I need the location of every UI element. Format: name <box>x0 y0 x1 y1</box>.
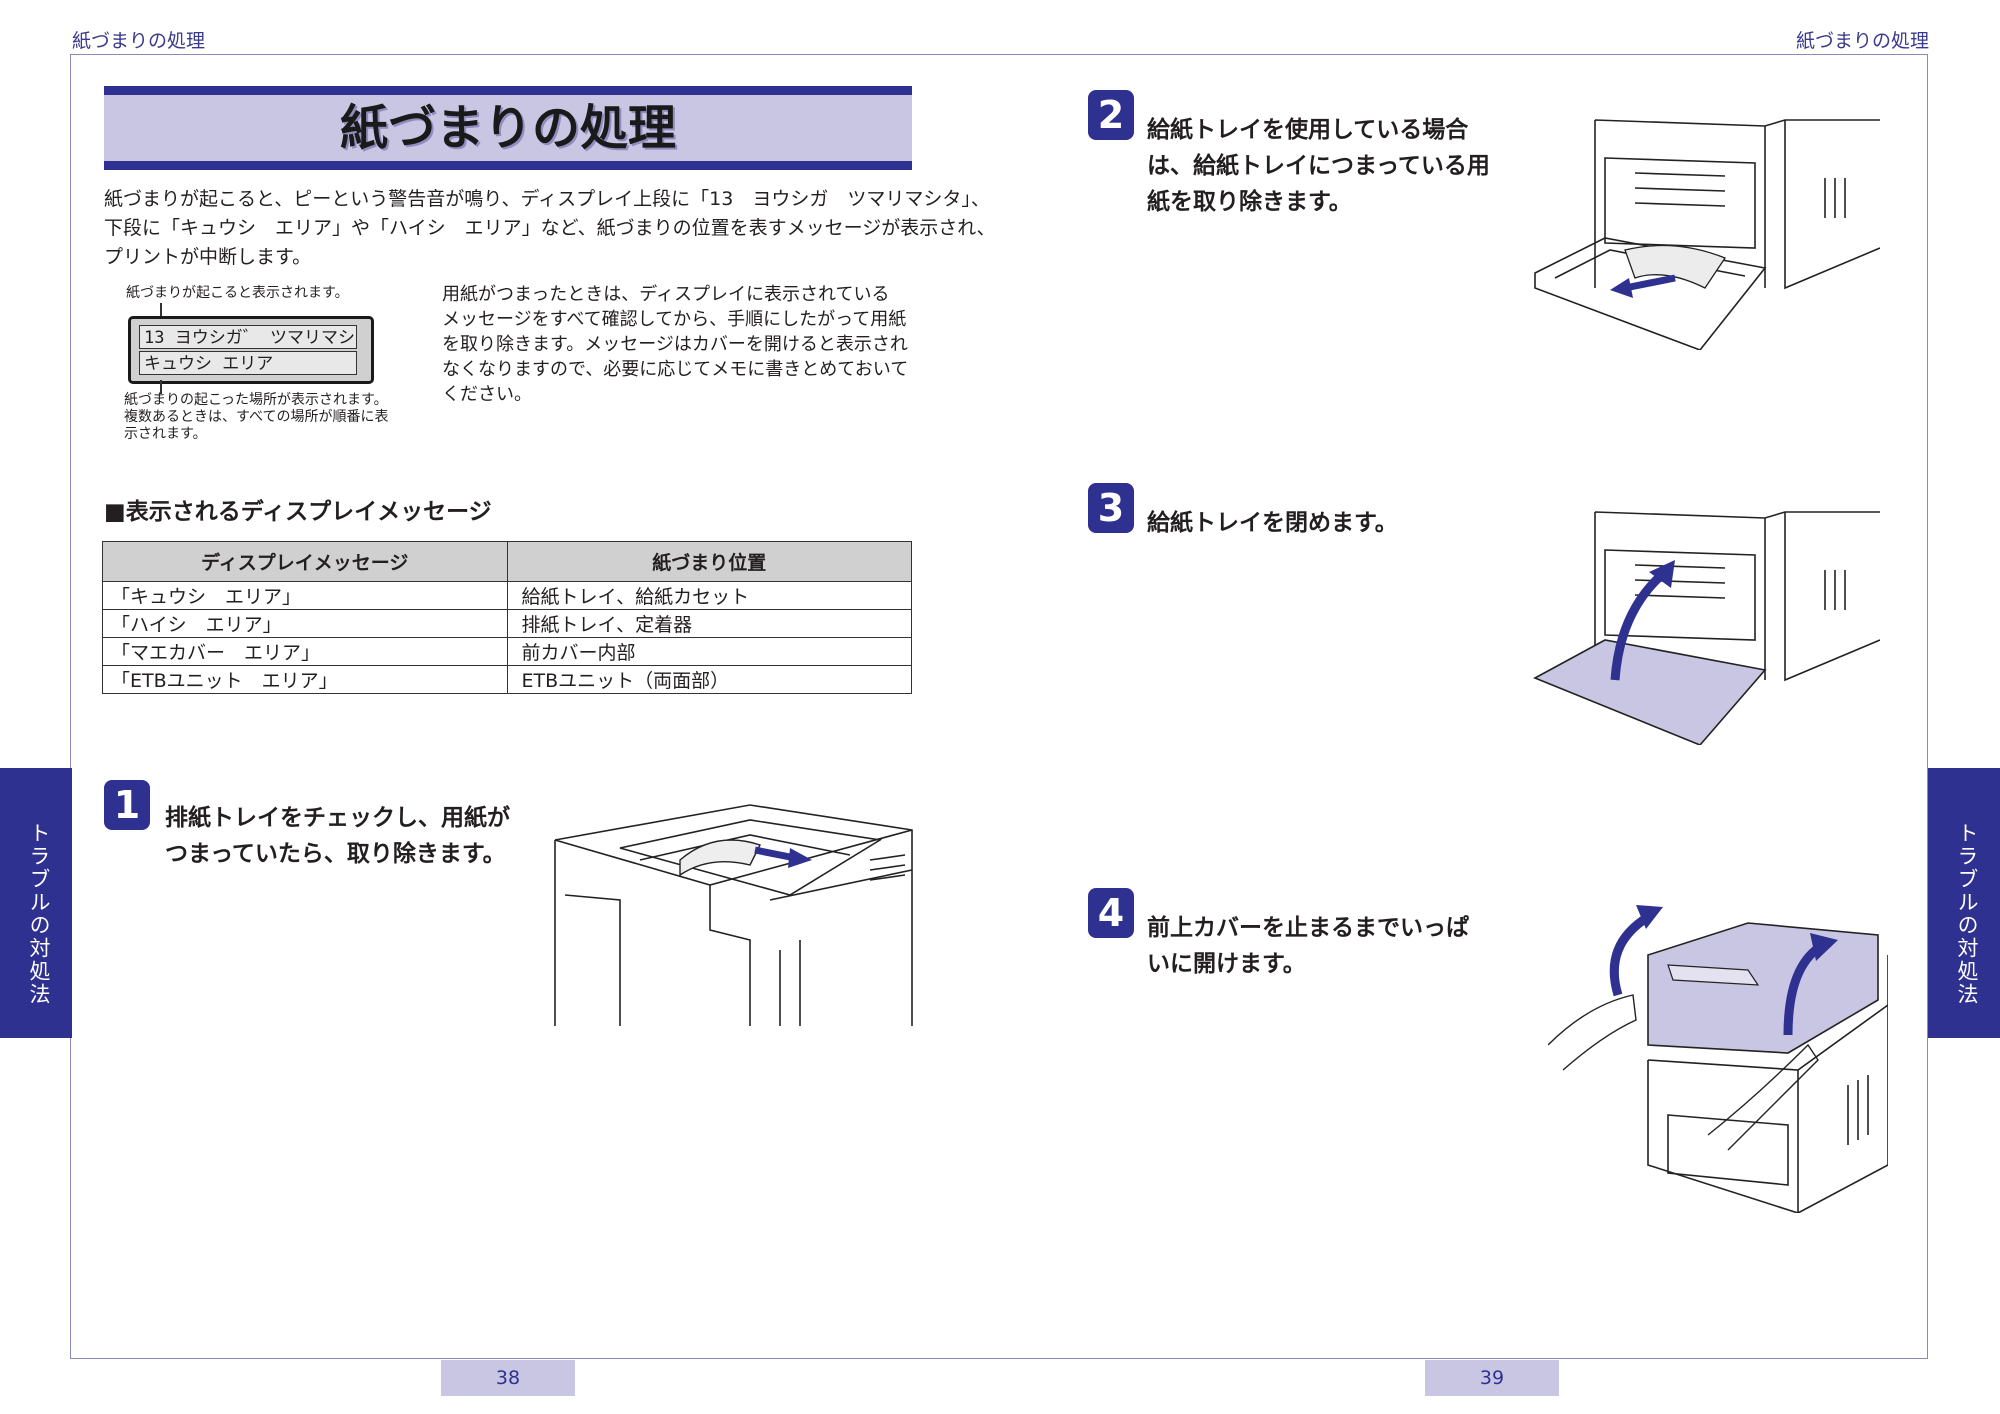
message-table: ディスプレイメッセージ 紙づまり位置 「キュウシ エリア」 給紙トレイ、給紙カセ… <box>102 541 912 694</box>
step-number-2: 2 <box>1088 90 1134 140</box>
display-bottom-caption: 紙づまりの起こった場所が表示されます。 複数あるときは、すべての場所が順番に表 … <box>124 392 388 443</box>
caption-line: 示されます。 <box>124 426 207 442</box>
running-head-right: 紙づまりの処理 <box>1796 30 1930 52</box>
table-row: 「キュウシ エリア」 給紙トレイ、給紙カセット <box>102 581 912 610</box>
step-number-1: 1 <box>104 780 150 830</box>
caption-line: 紙づまりの起こった場所が表示されます。 <box>124 392 388 408</box>
table-header-cell: 紙づまり位置 <box>506 541 912 582</box>
front-cover-open-illustration <box>1548 905 1888 1213</box>
display-top-caption: 紙づまりが起こると表示されます。 <box>126 285 349 301</box>
table-cell: 給紙トレイ、給紙カセット <box>506 581 912 610</box>
caption-line: 複数あるときは、すべての場所が順番に表 <box>124 409 389 425</box>
running-head-left: 紙づまりの処理 <box>72 30 206 52</box>
step-line: いに開けます。 <box>1147 951 1306 977</box>
table-cell: 「ETBユニット エリア」 <box>102 665 508 694</box>
step-2-text: 給紙トレイを使用している場合 は、給紙トレイにつまっている用 紙を取り除きます。 <box>1147 112 1490 220</box>
table-cell: 「マエカバー エリア」 <box>102 637 508 666</box>
page-number-right: 39 <box>1425 1360 1559 1396</box>
step-line: 前上カバーを止まるまでいっぱ <box>1147 915 1469 941</box>
paper-tray-jam-illustration <box>1534 119 1880 350</box>
step-line: は、給紙トレイにつまっている用 <box>1147 153 1490 179</box>
page-number-left: 38 <box>441 1360 575 1396</box>
side-tab-label: トラブルの対処法 <box>1955 822 1979 1006</box>
side-tab-left: トラブルの対処法 <box>0 768 72 1038</box>
section-heading: ■表示されるディスプレイメッセージ <box>104 499 492 525</box>
intro-line: 下段に「キュウシ エリア」や「ハイシ エリア」など、紙づまりの位置を表すメッセー… <box>104 217 996 239</box>
title-bar: 紙づまりの処理 <box>104 86 912 170</box>
step-1-text: 排紙トレイをチェックし、用紙が つまっていたら、取り除きます。 <box>165 800 510 872</box>
table-cell: 前カバー内部 <box>506 637 912 666</box>
table-cell: 排紙トレイ、定着器 <box>506 609 912 638</box>
table-cell: ETBユニット（両面部） <box>506 665 912 694</box>
side-tab-right: トラブルの対処法 <box>1928 768 2000 1038</box>
intro-line: 紙づまりが起こると、ピーという警告音が鳴り、ディスプレイ上段に「13 ヨウシガ … <box>104 188 990 210</box>
step-line: つまっていたら、取り除きます。 <box>165 841 506 867</box>
note-line: ください。 <box>442 384 532 405</box>
step-3-text: 給紙トレイを閉めます。 <box>1147 505 1398 541</box>
note-paragraph: 用紙がつまったときは、ディスプレイに表示されている メッセージをすべて確認してか… <box>442 282 908 407</box>
lcd-line-2: キュウシ エリア <box>139 351 357 375</box>
printer-output-tray-illustration <box>554 804 913 1026</box>
page-frame <box>70 54 1928 1359</box>
paper-tray-close-illustration <box>1533 511 1880 745</box>
step-line: 給紙トレイを使用している場合 <box>1147 117 1469 143</box>
note-line: なくなりますので、必要に応じてメモに書きとめておいて <box>442 359 909 380</box>
note-line: メッセージをすべて確認してから、手順にしたがって用紙 <box>442 309 907 330</box>
step-line: 排紙トレイをチェックし、用紙が <box>165 805 510 831</box>
step-number-4: 4 <box>1088 888 1134 938</box>
table-cell: 「キュウシ エリア」 <box>102 581 508 610</box>
caption-leader-line <box>160 380 162 394</box>
lcd-line-1: 13 ヨウシガ゛ ツマリマシタ <box>139 325 357 372</box>
table-row: 「マエカバー エリア」 前カバー内部 <box>102 637 912 666</box>
page-title: 紙づまりの処理 <box>339 100 676 156</box>
table-cell: 「ハイシ エリア」 <box>102 609 508 638</box>
table-row: 「ハイシ エリア」 排紙トレイ、定着器 <box>102 609 912 638</box>
side-tab-label: トラブルの対処法 <box>27 822 51 1006</box>
table-header-row: ディスプレイメッセージ 紙づまり位置 <box>102 541 912 582</box>
caption-leader-line <box>160 303 162 317</box>
step-line: 紙を取り除きます。 <box>1147 189 1352 215</box>
step-number-3: 3 <box>1088 483 1134 533</box>
lcd-display: 13 ヨウシガ゛ ツマリマシタ キュウシ エリア <box>128 316 374 384</box>
note-line: 用紙がつまったときは、ディスプレイに表示されている <box>442 284 890 305</box>
table-header-cell: ディスプレイメッセージ <box>102 541 508 582</box>
table-row: 「ETBユニット エリア」 ETBユニット（両面部） <box>102 665 912 694</box>
step-4-text: 前上カバーを止まるまでいっぱ いに開けます。 <box>1147 910 1469 982</box>
intro-paragraph: 紙づまりが起こると、ピーという警告音が鳴り、ディスプレイ上段に「13 ヨウシガ … <box>104 185 995 272</box>
intro-line: プリントが中断します。 <box>104 246 312 268</box>
note-line: を取り除きます。メッセージはカバーを開けると表示され <box>442 334 908 355</box>
step-line: 給紙トレイを閉めます。 <box>1147 510 1398 536</box>
